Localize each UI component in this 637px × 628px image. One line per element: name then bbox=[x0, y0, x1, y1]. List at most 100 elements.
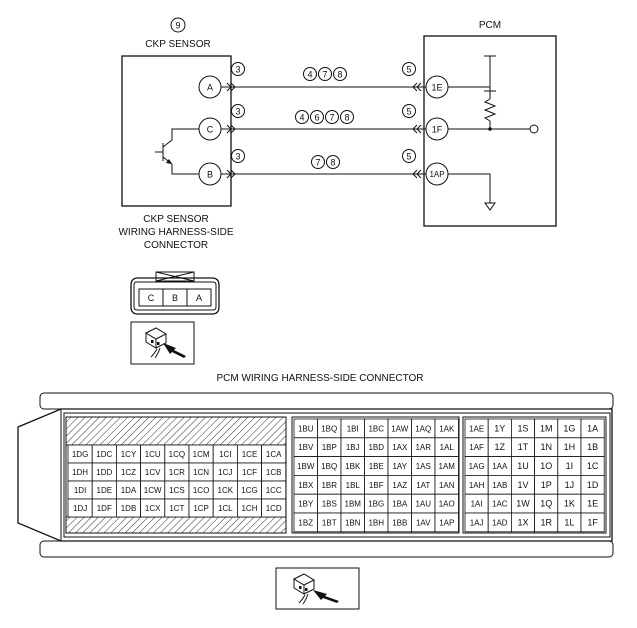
ckp-connector-pin: B bbox=[172, 293, 178, 303]
pin-label: 1AX bbox=[392, 443, 408, 452]
pin-label: 1BX bbox=[298, 481, 314, 490]
pin-label: 1DI bbox=[74, 486, 86, 495]
pin-label: 1AM bbox=[439, 462, 456, 471]
pin-label: 1CL bbox=[218, 504, 233, 513]
wire-ref: 8 bbox=[337, 69, 342, 79]
pin-label: 1CD bbox=[266, 504, 282, 513]
pin-label: 1AO bbox=[439, 500, 455, 509]
pin-label: 1BI bbox=[347, 424, 359, 433]
pin-label: 1BY bbox=[298, 500, 314, 509]
pin-label: 1CA bbox=[266, 450, 282, 459]
connector-chevron-icon bbox=[412, 124, 422, 134]
resistor-icon bbox=[483, 98, 497, 122]
pcm-pin-1e-label: 1E bbox=[431, 83, 442, 93]
wire-ref: 5 bbox=[406, 64, 411, 74]
pin-label: 1AC bbox=[492, 500, 508, 509]
pin-label: 1AK bbox=[439, 424, 455, 433]
pin-label: 1DE bbox=[97, 486, 113, 495]
pin-label: 1V bbox=[517, 480, 528, 490]
pin-label: 1U bbox=[517, 461, 529, 471]
pcm-terminal-icon bbox=[529, 124, 539, 134]
pin-label: 1AL bbox=[440, 443, 455, 452]
pin-label: 1AJ bbox=[470, 518, 484, 527]
pin-label: 1L bbox=[564, 517, 574, 527]
pin-label: 1O bbox=[540, 461, 552, 471]
pin-label: 1CI bbox=[219, 450, 231, 459]
pin-label: 1BP bbox=[322, 443, 337, 452]
pin-label: 1C bbox=[587, 461, 599, 471]
ground-icon bbox=[484, 202, 496, 211]
pin-label: 1BW bbox=[297, 462, 315, 471]
pin-label: 1D bbox=[587, 480, 599, 490]
pin-label: 1AV bbox=[416, 518, 431, 527]
sensor-ref-circle bbox=[170, 17, 186, 33]
pin-label: 1AQ bbox=[415, 424, 431, 433]
wire-refs: 3 5 4 7 8 3 5 4 6 7 8 3 5 7 8 bbox=[231, 62, 416, 169]
sensor-title: CKP SENSOR bbox=[145, 39, 210, 50]
pin-label: 1G bbox=[563, 423, 575, 433]
pin-label: 1AP bbox=[439, 518, 454, 527]
pin-label: 1CF bbox=[242, 468, 257, 477]
pin-label: 1BV bbox=[298, 443, 314, 452]
connector-chevron-icon bbox=[226, 124, 236, 134]
wire-ref: 5 bbox=[406, 106, 411, 116]
pin-label: 1CN bbox=[193, 468, 209, 477]
pin-label: 1AB bbox=[492, 481, 507, 490]
pcm-module: PCM 1E 1F 1AP bbox=[423, 20, 557, 227]
wire-ref: 7 bbox=[315, 157, 320, 167]
pin-label: 1Y bbox=[494, 423, 505, 433]
pin-label: 1AI bbox=[471, 500, 483, 509]
pin-label: 1CU bbox=[145, 450, 161, 459]
pin-label: 1BG bbox=[368, 500, 384, 509]
pin-label: 1AN bbox=[439, 481, 455, 490]
pin-label: 1H bbox=[564, 442, 576, 452]
transistor-icon bbox=[155, 128, 199, 175]
pin-label: 1AA bbox=[492, 462, 508, 471]
pin-label: 1BK bbox=[345, 462, 361, 471]
pin-label: 1A bbox=[587, 423, 598, 433]
ckp-connector-pin: A bbox=[196, 293, 202, 303]
wire-ref: 4 bbox=[299, 112, 304, 122]
wire-ref: 7 bbox=[329, 112, 334, 122]
pin-label: 1DH bbox=[72, 468, 88, 477]
svg-text:CONNECTOR: CONNECTOR bbox=[144, 240, 208, 251]
pin-label: 1DA bbox=[121, 486, 137, 495]
pin-label: 1CJ bbox=[218, 468, 232, 477]
pin-cell bbox=[580, 512, 605, 533]
pin-label: 1BN bbox=[345, 518, 361, 527]
wire-ref: 7 bbox=[322, 69, 327, 79]
pin-label: 1P bbox=[541, 480, 552, 490]
pin-label: 1AY bbox=[392, 462, 407, 471]
pin-label: 1J bbox=[565, 480, 575, 490]
sensor-ref-number: 9 bbox=[175, 21, 180, 31]
svg-text:WIRING HARNESS-SIDE: WIRING HARNESS-SIDE bbox=[118, 227, 233, 238]
wire-b-1ap bbox=[221, 169, 426, 179]
svg-text:CKP SENSOR: CKP SENSOR bbox=[143, 214, 208, 225]
ckp-connector-pin: C bbox=[148, 293, 155, 303]
pin-label: 1AE bbox=[469, 424, 484, 433]
wire-ref: 5 bbox=[406, 151, 411, 161]
pin-label: 1K bbox=[564, 499, 575, 509]
pin-label: 1BU bbox=[298, 424, 314, 433]
pin-label: 1BJ bbox=[346, 443, 360, 452]
pin-label: 1BT bbox=[322, 518, 337, 527]
pin-label: 1B bbox=[587, 442, 598, 452]
pin-label: 1BQ bbox=[321, 462, 337, 471]
ckp-sensor: 9 CKP SENSOR A C B bbox=[121, 17, 232, 207]
wire-ref: 4 bbox=[307, 69, 312, 79]
connector-chevron-icon bbox=[226, 169, 236, 179]
ckp-connector: C B A bbox=[130, 271, 220, 315]
pin-label: 1X bbox=[517, 517, 528, 527]
pin-label: 1CY bbox=[121, 450, 137, 459]
pin-label: 1CV bbox=[145, 468, 161, 477]
sensor-pin-a-label: A bbox=[207, 83, 213, 93]
pcm-internal-circuit bbox=[448, 55, 539, 211]
pin-label: 1CH bbox=[241, 504, 257, 513]
wire-a-1e bbox=[221, 82, 426, 92]
pin-label: 1CB bbox=[266, 468, 282, 477]
wire-ref: 3 bbox=[235, 64, 240, 74]
pin-label: 1R bbox=[540, 517, 552, 527]
